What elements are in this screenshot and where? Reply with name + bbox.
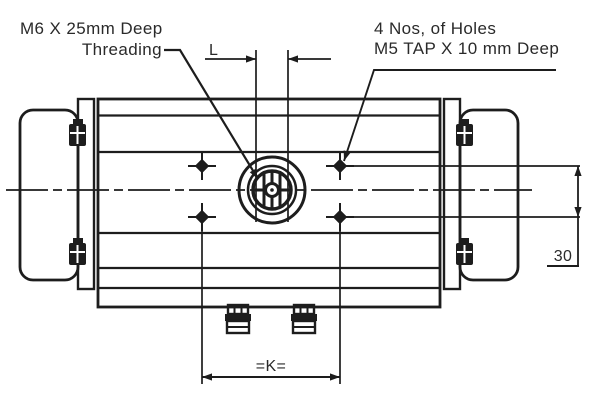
actuator-body <box>96 97 442 309</box>
dimension-k-label: =K= <box>256 358 287 375</box>
thread-note-leader <box>164 48 259 180</box>
left-cap-bolt-bottom <box>69 238 86 265</box>
output-shaft-boss <box>237 155 307 225</box>
hole-bottom-left <box>188 203 216 231</box>
hole-top-right <box>326 152 354 180</box>
left-cap-flange <box>76 97 96 291</box>
holes-note-line2: M5 TAP X 10 mm Deep <box>374 39 559 58</box>
dimension-l <box>205 50 331 222</box>
dimension-l-label: L <box>209 42 218 59</box>
right-end-cap <box>442 97 520 291</box>
dimension-k <box>201 231 341 384</box>
left-end-cap <box>18 97 96 291</box>
holes-note-line1: 4 Nos, of Holes <box>374 19 496 38</box>
dimension-30-value: 30 <box>554 248 573 265</box>
shaft-center-dot <box>270 188 274 192</box>
right-cap-flange <box>442 97 462 291</box>
hole-top-left <box>188 152 216 180</box>
right-cap-bolt-top <box>456 119 473 146</box>
thread-note-line2: Threading <box>82 40 162 59</box>
right-cap-bolt-bottom <box>456 238 473 265</box>
left-cap-bolt-top <box>69 119 86 146</box>
holes-note-leader <box>343 69 556 162</box>
air-port-glands <box>225 303 317 335</box>
mounting-holes <box>188 152 354 231</box>
thread-note-line1: M6 X 25mm Deep <box>20 19 163 38</box>
gland-right <box>291 303 317 335</box>
body-rib-lines <box>98 114 440 290</box>
gland-left <box>225 303 251 335</box>
hole-bottom-right <box>326 203 354 231</box>
body-outline <box>96 97 442 309</box>
dimension-30 <box>354 165 582 267</box>
